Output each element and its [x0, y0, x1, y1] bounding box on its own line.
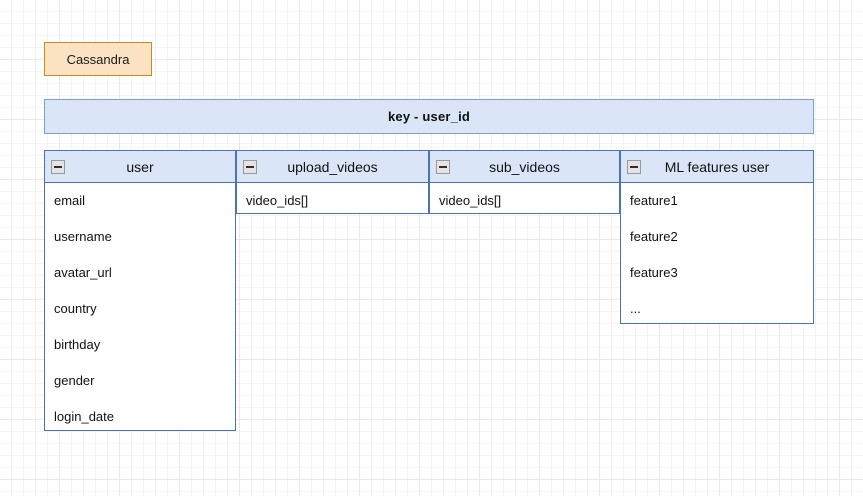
row-label: country	[54, 301, 97, 316]
table-user-title: user	[126, 158, 154, 175]
row-label: gender	[54, 373, 95, 388]
row-label: email	[54, 193, 86, 208]
partition-key-text: key - user_id	[387, 109, 471, 124]
collapse-minus-icon[interactable]	[243, 159, 257, 174]
row-label: feature1	[630, 193, 678, 208]
row-label: username	[54, 229, 112, 244]
table-row[interactable]: avatar_url	[45, 255, 235, 291]
table-ml-features-user-header[interactable]: ML features user	[621, 151, 813, 183]
table-row[interactable]: gender	[45, 363, 235, 399]
row-label: avatar_url	[54, 265, 112, 280]
table-user[interactable]: user email username avatar_url country b…	[44, 150, 236, 431]
row-label: ...	[630, 301, 641, 316]
table-ml-features-user[interactable]: ML features user feature1 feature2 featu…	[620, 150, 814, 324]
table-row[interactable]: feature2	[621, 219, 813, 255]
table-upload-videos[interactable]: upload_videos video_ids[]	[236, 150, 429, 214]
partition-key-bar[interactable]: key - user_id	[44, 99, 814, 134]
table-upload-videos-header[interactable]: upload_videos	[237, 151, 428, 183]
row-label: video_ids[]	[246, 193, 309, 208]
table-row[interactable]: feature1	[621, 183, 813, 219]
row-label: feature2	[630, 229, 678, 244]
table-row[interactable]: video_ids[]	[237, 183, 428, 219]
table-row[interactable]: feature3	[621, 255, 813, 291]
database-label-text: Cassandra	[66, 51, 130, 67]
table-row[interactable]: ...	[621, 291, 813, 327]
table-row[interactable]: birthday	[45, 327, 235, 363]
table-sub-videos-title: sub_videos	[489, 158, 560, 175]
collapse-minus-icon[interactable]	[51, 159, 65, 174]
database-label-cassandra[interactable]: Cassandra	[44, 42, 152, 76]
row-label: video_ids[]	[439, 193, 502, 208]
collapse-minus-icon[interactable]	[627, 159, 641, 174]
table-row[interactable]: video_ids[]	[430, 183, 619, 219]
table-user-header[interactable]: user	[45, 151, 235, 183]
table-row[interactable]: login_date	[45, 399, 235, 435]
table-row[interactable]: country	[45, 291, 235, 327]
table-sub-videos[interactable]: sub_videos video_ids[]	[429, 150, 620, 214]
table-row[interactable]: email	[45, 183, 235, 219]
row-label: feature3	[630, 265, 678, 280]
table-sub-videos-header[interactable]: sub_videos	[430, 151, 619, 183]
row-label: login_date	[54, 409, 114, 424]
table-ml-features-user-title: ML features user	[664, 158, 770, 175]
table-row[interactable]: username	[45, 219, 235, 255]
row-label: birthday	[54, 337, 101, 352]
table-upload-videos-title: upload_videos	[287, 158, 378, 175]
collapse-minus-icon[interactable]	[436, 159, 450, 174]
